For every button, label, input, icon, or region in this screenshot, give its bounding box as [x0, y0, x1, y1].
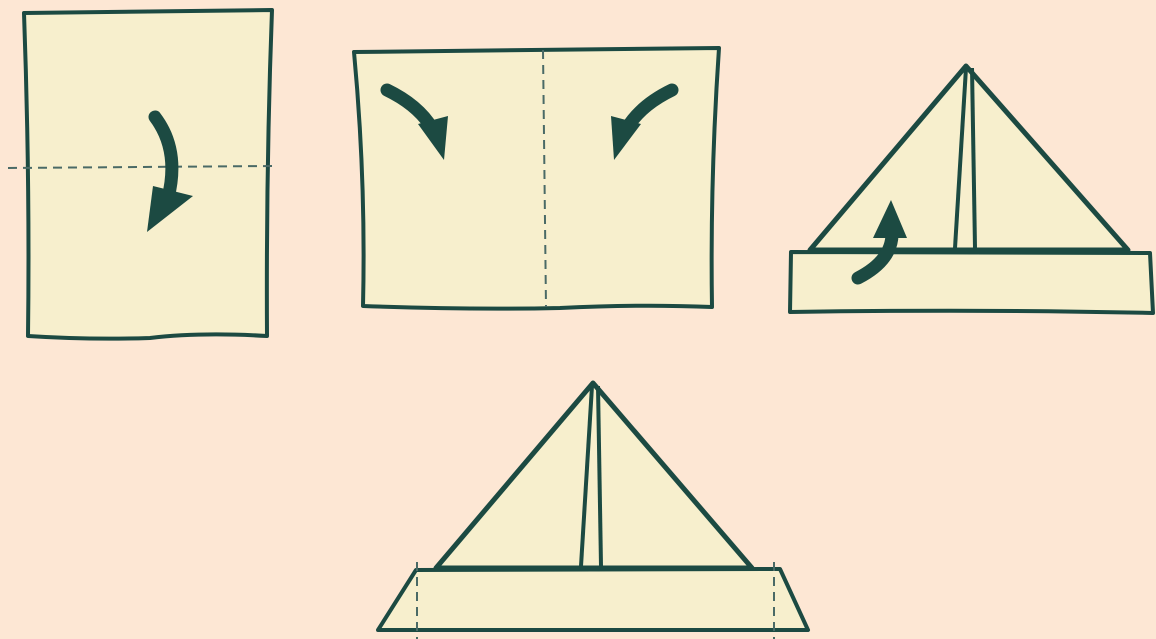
- step-4-brim: [378, 569, 808, 630]
- step-3-brim: [790, 252, 1153, 313]
- step-1-sheet: [24, 10, 272, 339]
- step-2: [354, 48, 719, 309]
- step-1: [8, 10, 272, 339]
